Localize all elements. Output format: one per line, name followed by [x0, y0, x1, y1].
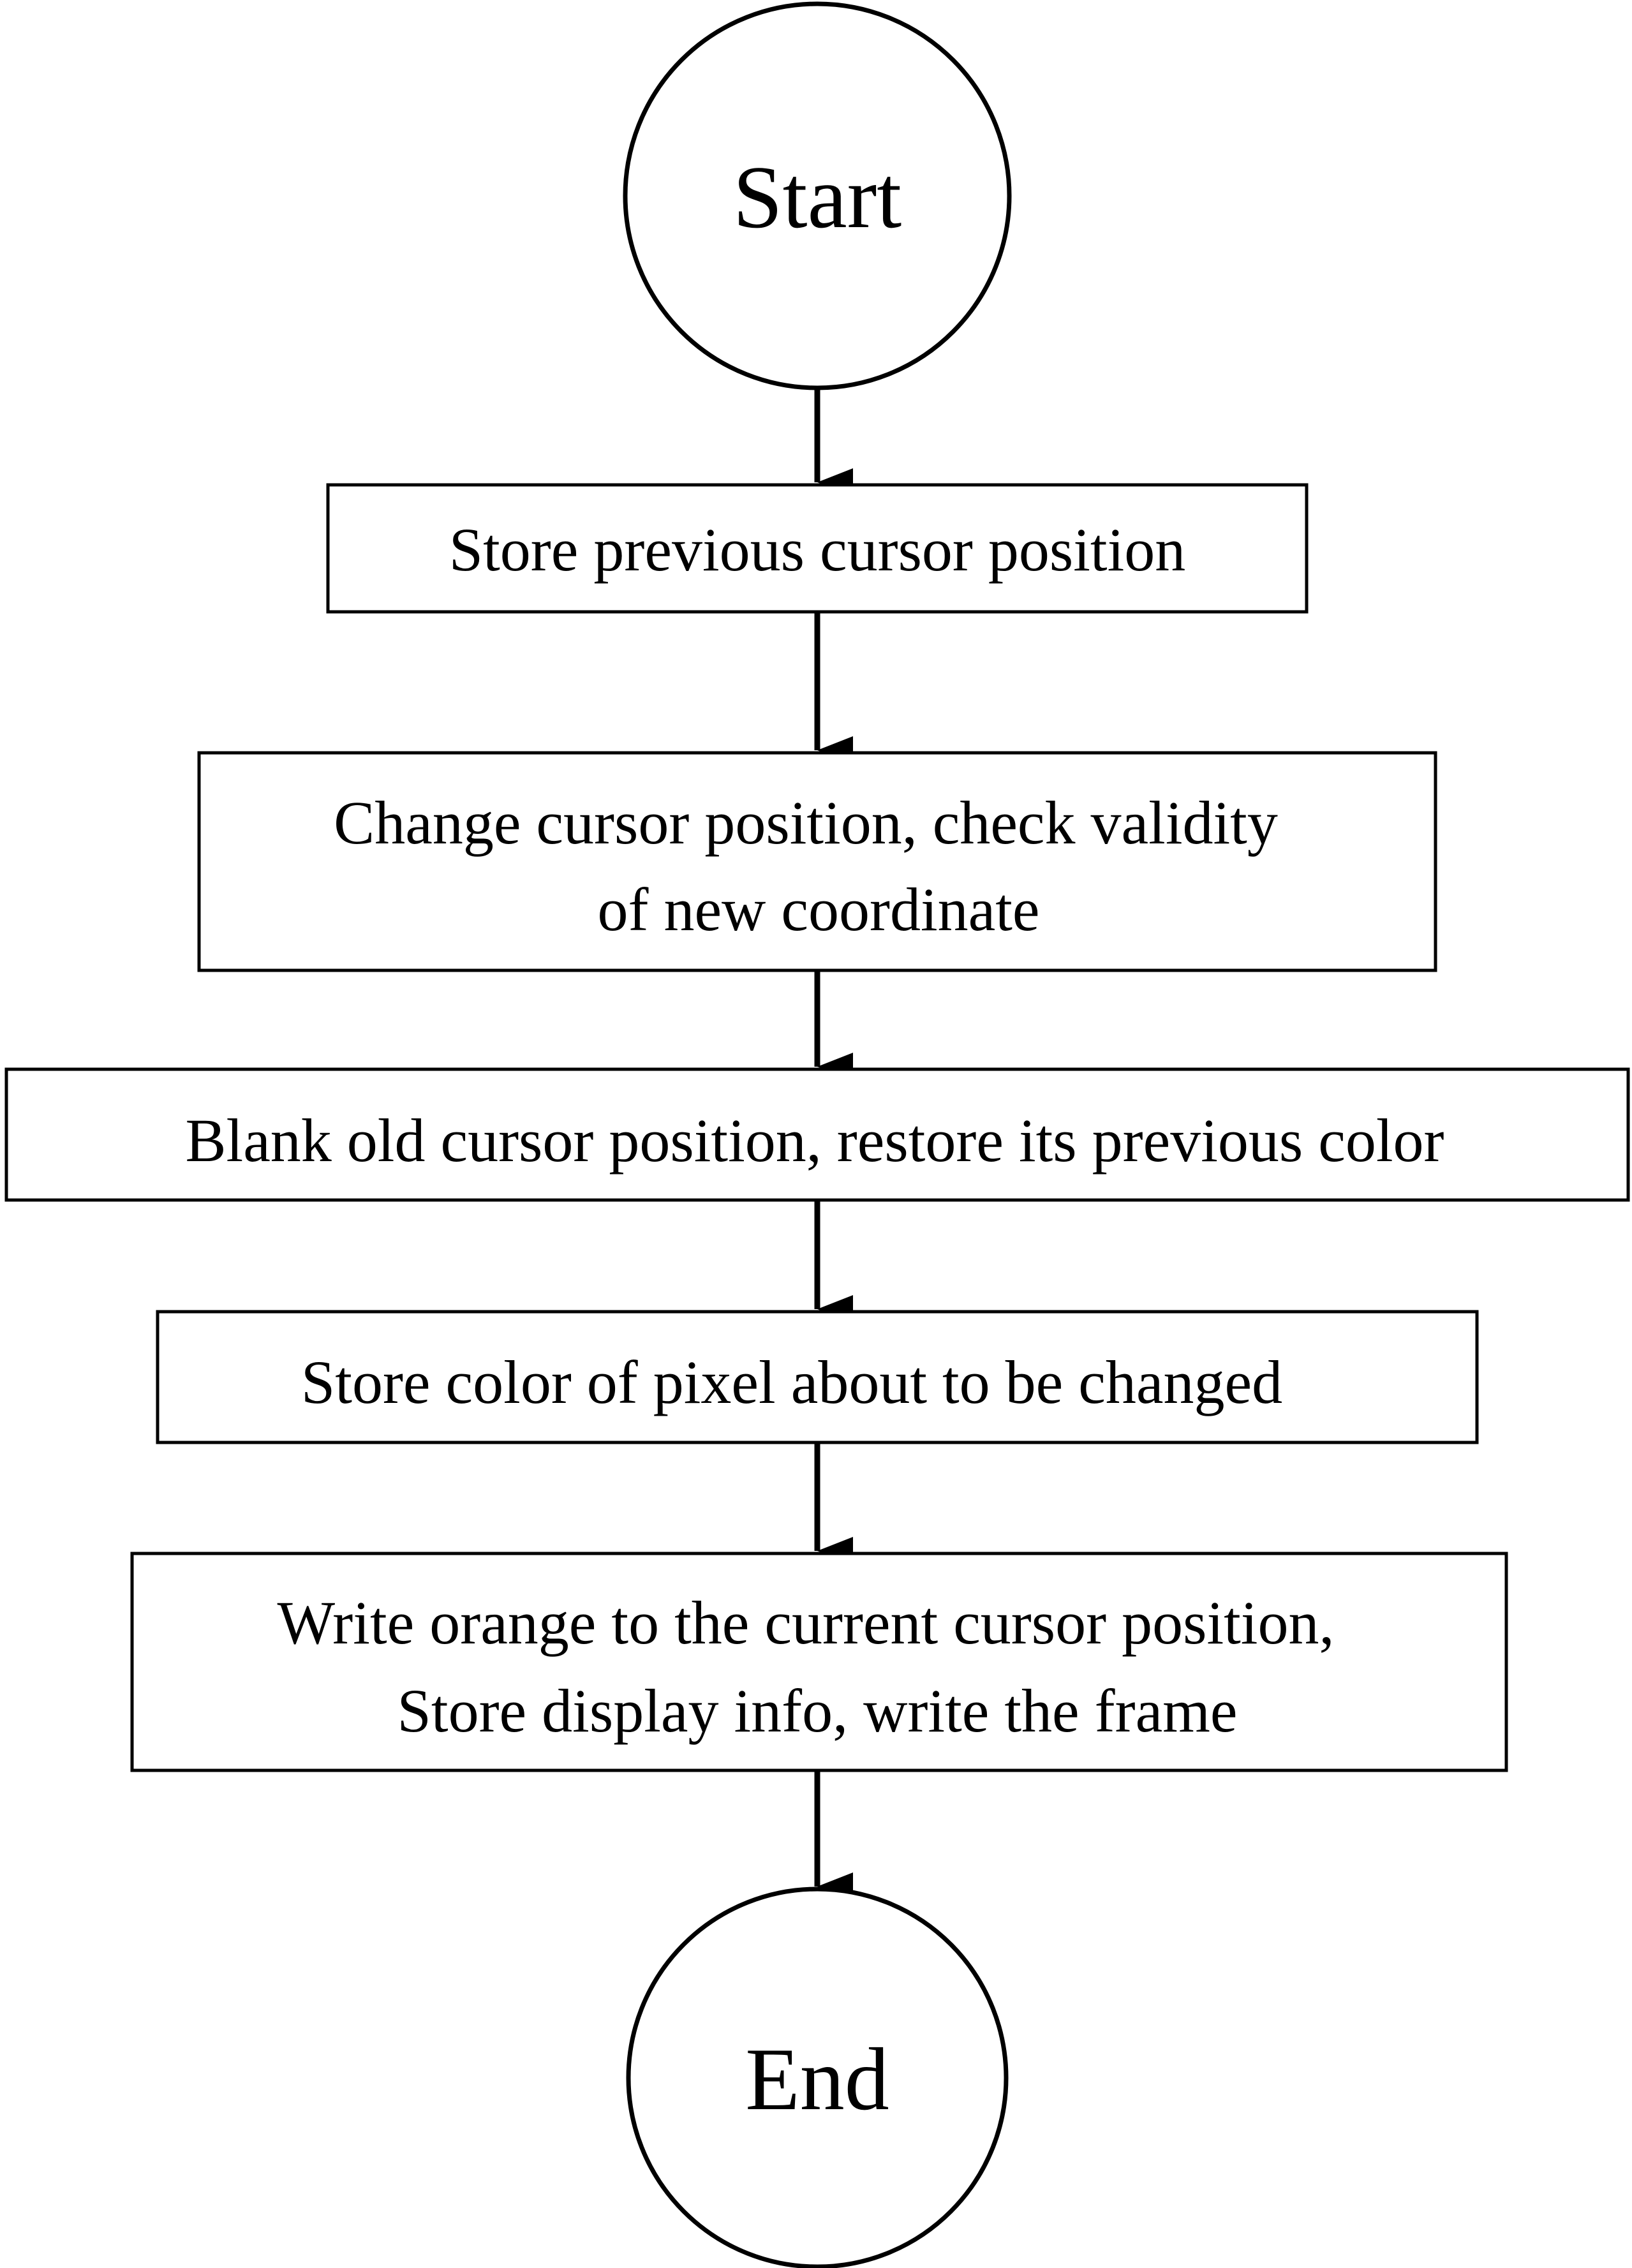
process-text-line: Store display info, write the frame — [397, 1677, 1238, 1745]
end-circle — [626, 1886, 1009, 2268]
process-box — [326, 483, 1309, 614]
process-step-5: Write orange to the current cursor posit… — [130, 1552, 1508, 1772]
end-node: End — [626, 1886, 1009, 2268]
process-text: Change cursor position, check validity o… — [334, 789, 1293, 944]
process-step-4: Store color of pixel about to be changed — [156, 1310, 1479, 1444]
process-text: Store color of pixel about to be changed — [301, 1348, 1282, 1416]
process-text-line: Store color of pixel about to be changed — [301, 1348, 1282, 1416]
start-node: Start — [623, 1, 1012, 390]
process-step-1: Store previous cursor position — [326, 483, 1309, 614]
process-text-line: Change cursor position, check validity — [334, 789, 1278, 857]
process-step-2: Change cursor position, check validity o… — [197, 751, 1437, 972]
process-text: Blank old cursor position, restore its p… — [185, 1106, 1444, 1175]
process-text-line: of new coordinate — [597, 875, 1039, 944]
process-text-line: Blank old cursor position, restore its p… — [185, 1106, 1444, 1175]
end-label: End — [745, 2030, 889, 2129]
process-box — [130, 1552, 1508, 1772]
process-text-line: Write orange to the current cursor posit… — [278, 1589, 1335, 1657]
process-text: Store previous cursor position — [449, 515, 1186, 584]
process-text: Write orange to the current cursor posit… — [278, 1589, 1350, 1745]
process-step-3: Blank old cursor position, restore its p… — [4, 1067, 1630, 1202]
start-label: Start — [733, 148, 902, 247]
process-text-line: Store previous cursor position — [449, 515, 1186, 584]
process-box — [4, 1067, 1630, 1202]
